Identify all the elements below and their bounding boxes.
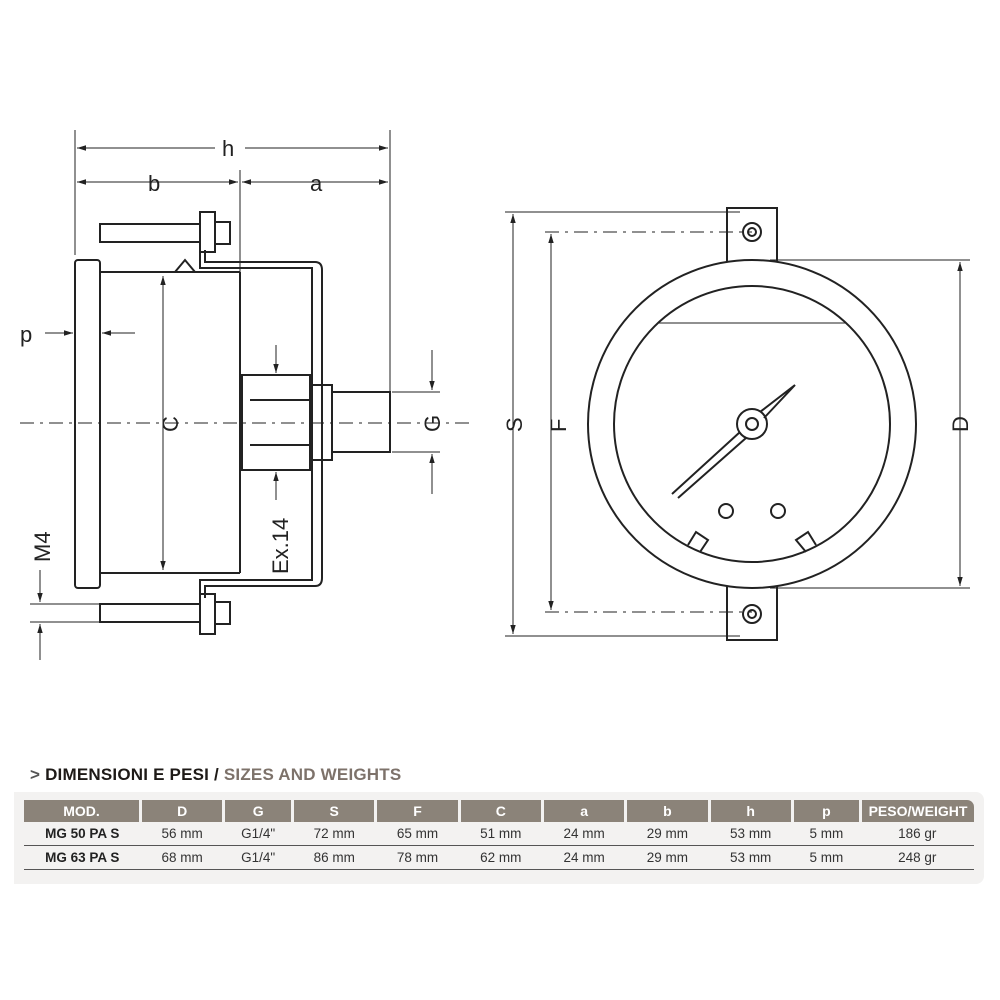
cell: 53 mm: [709, 845, 793, 870]
cell: 29 mm: [625, 822, 710, 846]
label-M4: M4: [30, 531, 55, 562]
cell: 53 mm: [709, 822, 793, 846]
cell: 248 gr: [860, 845, 974, 870]
table-row: MG 50 PA S 56 mm G1/4" 72 mm 65 mm 51 mm…: [24, 822, 974, 846]
cell: G1/4": [223, 845, 293, 870]
side-view: [20, 130, 470, 660]
cell: 62 mm: [459, 845, 543, 870]
section-title: > DIMENSIONI E PESI / SIZES AND WEIGHTS: [30, 765, 401, 785]
label-G: G: [420, 415, 445, 432]
label-Ex14: Ex.14: [268, 518, 293, 574]
sizes-weights-table: MOD. D G S F C a b h p PESO/WEIGHT MG 50…: [24, 800, 974, 870]
col-header: S: [291, 800, 376, 822]
cell: 24 mm: [542, 822, 626, 846]
col-header: b: [624, 800, 710, 822]
col-header: C: [457, 800, 543, 822]
col-header: a: [540, 800, 626, 822]
cell: 5 mm: [792, 845, 861, 870]
col-header: D: [138, 800, 224, 822]
label-b: b: [148, 171, 160, 196]
label-D: D: [948, 416, 973, 432]
label-S: S: [502, 417, 527, 432]
label-p: p: [20, 322, 32, 347]
col-header: MOD.: [24, 800, 141, 822]
title-prefix: >: [30, 765, 41, 784]
cell: 68 mm: [140, 845, 224, 870]
title-english: SIZES AND WEIGHTS: [223, 765, 402, 784]
side-view-labels: h b a p C M4 Ex.14 G: [20, 136, 445, 574]
front-view-labels: S F D: [502, 416, 973, 432]
col-header: p: [790, 800, 861, 822]
table-header-row: MOD. D G S F C a b h p PESO/WEIGHT: [24, 800, 974, 822]
label-C: C: [158, 416, 183, 432]
cell: 24 mm: [542, 845, 626, 870]
col-header: h: [707, 800, 793, 822]
cell: 72 mm: [292, 822, 376, 846]
title-separator: /: [214, 765, 219, 784]
cell: MG 63 PA S: [24, 845, 141, 870]
cell: 86 mm: [292, 845, 376, 870]
front-view: [505, 207, 970, 641]
cell: 65 mm: [375, 822, 460, 846]
label-a: a: [310, 171, 323, 196]
cell: 51 mm: [459, 822, 543, 846]
table-row: MG 63 PA S 68 mm G1/4" 86 mm 78 mm 62 mm…: [24, 845, 974, 870]
col-header: G: [222, 800, 293, 822]
cell: 186 gr: [860, 822, 974, 846]
cell: 78 mm: [375, 845, 460, 870]
cell: G1/4": [223, 822, 293, 846]
technical-drawing: h b a p C M4 Ex.14 G S F D: [20, 130, 973, 660]
cell: 56 mm: [140, 822, 224, 846]
cell: MG 50 PA S: [24, 822, 141, 846]
label-h: h: [222, 136, 234, 161]
col-header: F: [374, 800, 460, 822]
col-header: PESO/WEIGHT: [859, 800, 974, 822]
cell: 5 mm: [792, 822, 861, 846]
cell: 29 mm: [625, 845, 710, 870]
label-F: F: [546, 419, 571, 432]
title-italian: DIMENSIONI E PESI: [45, 765, 210, 784]
